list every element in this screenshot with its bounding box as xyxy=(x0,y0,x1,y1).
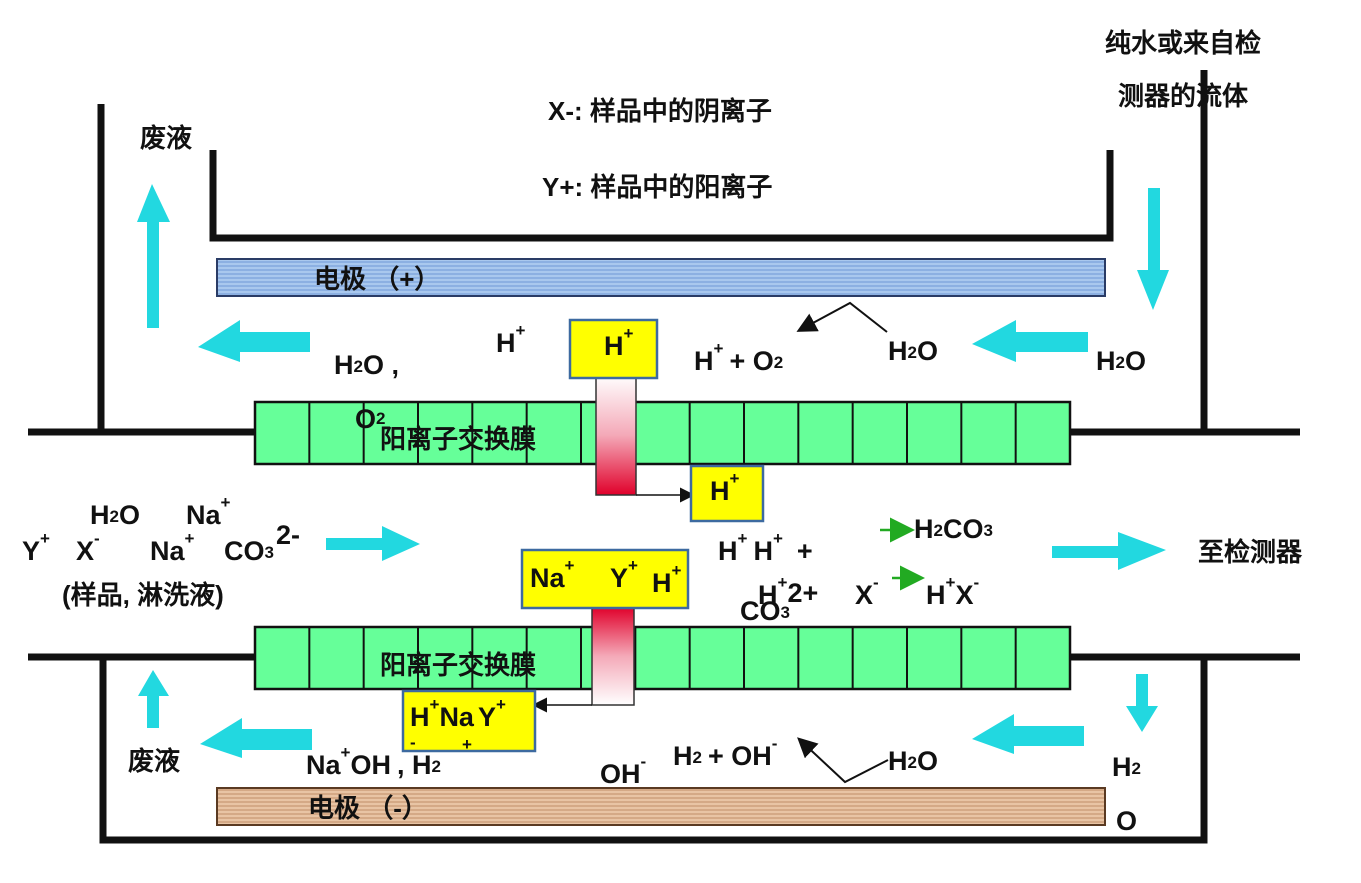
legend-x-ion: X-: 样品中的阴离子 xyxy=(548,96,772,126)
cathode-electrode xyxy=(216,787,1106,826)
reaction-co3: CO3 xyxy=(740,596,790,626)
legend-y-ion: Y+: 样品中的阳离子 xyxy=(542,172,772,202)
bottom-box-sub-plus: + xyxy=(462,735,472,754)
top-left-o2: O2 xyxy=(355,404,385,434)
bottom-right-h2: H2 xyxy=(1112,752,1141,782)
arrow-up-left-top xyxy=(137,184,170,328)
sample-co3-ion: CO32- xyxy=(224,520,300,566)
mid-box2-na-ion: Na+ xyxy=(530,556,575,593)
arrow-left-bottom-1 xyxy=(200,718,312,758)
product-h2co3: H2CO3 xyxy=(914,514,993,544)
arrow-right-mid-2 xyxy=(1052,532,1166,570)
arrow-left-top-2 xyxy=(972,320,1088,362)
reaction-row2-h: H+2+ xyxy=(758,573,818,610)
cation-exchange-membrane-bottom xyxy=(253,625,1072,691)
inlet-label-line1: 纯水或来自检 xyxy=(1105,28,1261,58)
bottom-reactant-h2o: H2O xyxy=(888,746,938,776)
sample-y-ion: Y+ xyxy=(22,529,50,566)
reaction-row2-x: X- xyxy=(855,573,879,610)
arrow-left-top-1 xyxy=(198,320,310,362)
top-waste-label: 废液 xyxy=(140,123,192,153)
ion-box-bottom-h-na-y xyxy=(401,689,537,753)
ion-box-mid-h xyxy=(689,464,765,523)
ion-box-top-h xyxy=(568,318,659,380)
top-right-h2o: H2O xyxy=(1096,346,1146,376)
top-membrane-label: 阳离子交换膜 xyxy=(380,424,536,454)
arrow-right-mid-1 xyxy=(326,526,420,561)
sample-na-ion-2: Na+ xyxy=(150,529,195,566)
top-free-h-ion: H+ xyxy=(496,321,526,358)
cathode-label: 电极 （-） xyxy=(308,793,428,823)
reaction-arrow-top xyxy=(796,301,888,333)
sample-na-ion: Na+ xyxy=(186,493,231,530)
bottom-right-o: O xyxy=(1116,806,1137,836)
arrow-up-left-bottom xyxy=(138,670,169,728)
sample-note: (样品, 淋洗液) xyxy=(62,580,224,610)
mid-box-h-ion: H+ xyxy=(710,469,740,506)
reaction-row1: H+H++ xyxy=(718,529,813,566)
top-reactant-h2o: H2O xyxy=(888,336,938,366)
bottom-left-products: Na+OH, H2 xyxy=(306,743,441,780)
product-hx: H+X- xyxy=(926,573,979,610)
inlet-label-line2: 测器的流体 xyxy=(1118,81,1249,111)
anode-electrode xyxy=(216,258,1106,297)
transport-channel-bottom xyxy=(591,606,635,706)
ion-box-mid-na-y-h xyxy=(520,548,690,610)
mid-box2-h-ion: H+ xyxy=(652,561,682,598)
top-left-h2o: H2O , xyxy=(334,350,399,380)
to-detector-label: 至检测器 xyxy=(1198,537,1303,567)
membrane-bottom-body xyxy=(253,625,1072,691)
cation-exchange-membrane-top xyxy=(253,400,1072,466)
bottom-h2-oh: H2+ OH- xyxy=(673,734,777,771)
top-box-h-ion: H+ xyxy=(604,324,634,361)
top-product-h-o2: H++ O2 xyxy=(694,339,783,376)
flow-arrows xyxy=(137,184,1169,758)
arrow-left-bottom-2 xyxy=(972,714,1084,754)
sample-h2o: H2O xyxy=(90,500,140,530)
sample-x-ion: X- xyxy=(76,529,100,566)
bottom-box-sub-minus: - xyxy=(410,733,416,752)
arrow-down-right-top xyxy=(1137,188,1169,310)
bottom-membrane-label: 阳离子交换膜 xyxy=(380,650,536,680)
housing-lines xyxy=(28,70,1300,844)
arrow-down-right-bottom xyxy=(1126,674,1158,732)
bottom-waste-label: 废液 xyxy=(128,746,180,776)
mid-box2-y-ion: Y+ xyxy=(610,556,638,593)
transport-channel-top xyxy=(595,374,637,496)
anode-label: 电极 （+） xyxy=(314,264,440,294)
reaction-arrow-bottom xyxy=(797,737,889,784)
bottom-oh-ion: OH- xyxy=(600,752,646,789)
membrane-top-body xyxy=(253,400,1072,466)
